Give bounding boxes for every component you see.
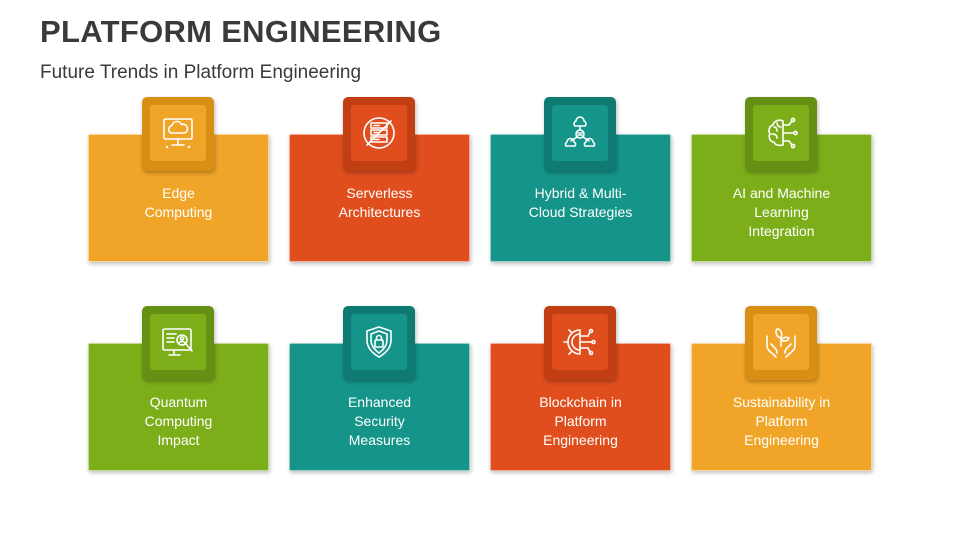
trend-card: Quantum Computing Impact	[88, 343, 269, 471]
trend-card-label: Sustainability in Platform Engineering	[732, 394, 831, 448]
blockchain-gear-circuit-icon	[552, 314, 608, 370]
trend-card-label: Hybrid & Multi- Cloud Strategies	[528, 185, 633, 220]
trend-card: Sustainability in Platform Engineering	[691, 343, 872, 471]
trend-icon-tile	[343, 97, 415, 171]
trend-icon-tile	[142, 306, 214, 380]
server-stack-icon	[351, 105, 407, 161]
hybrid-cloud-network-icon	[552, 105, 608, 161]
trend-card-label: AI and Machine Learning Integration	[732, 185, 831, 239]
trend-icon-tile	[142, 97, 214, 171]
quantum-monitor-search-icon	[150, 314, 206, 370]
trend-icon-tile	[343, 306, 415, 380]
page-subtitle: Future Trends in Platform Engineering	[40, 62, 362, 83]
trend-card-label: Serverless Architectures	[338, 185, 421, 220]
page-title: PLATFORM ENGINEERING	[40, 14, 442, 49]
trend-card-label: Quantum Computing Impact	[144, 394, 213, 448]
trend-icon-tile	[745, 97, 817, 171]
security-shield-lock-icon	[351, 314, 407, 370]
trend-icon-tile	[544, 306, 616, 380]
trend-card-label: Enhanced Security Measures	[347, 394, 412, 448]
trend-card-label: Blockchain in Platform Engineering	[539, 394, 622, 448]
trend-card-label: Edge Computing	[144, 185, 213, 220]
trend-icon-tile	[745, 306, 817, 380]
edge-computing-cloud-monitor-icon	[150, 105, 206, 161]
trend-icon-tile	[544, 97, 616, 171]
ai-brain-circuit-icon	[753, 105, 809, 161]
trend-card: Enhanced Security Measures	[289, 343, 470, 471]
sustainability-hands-plant-icon	[753, 314, 809, 370]
